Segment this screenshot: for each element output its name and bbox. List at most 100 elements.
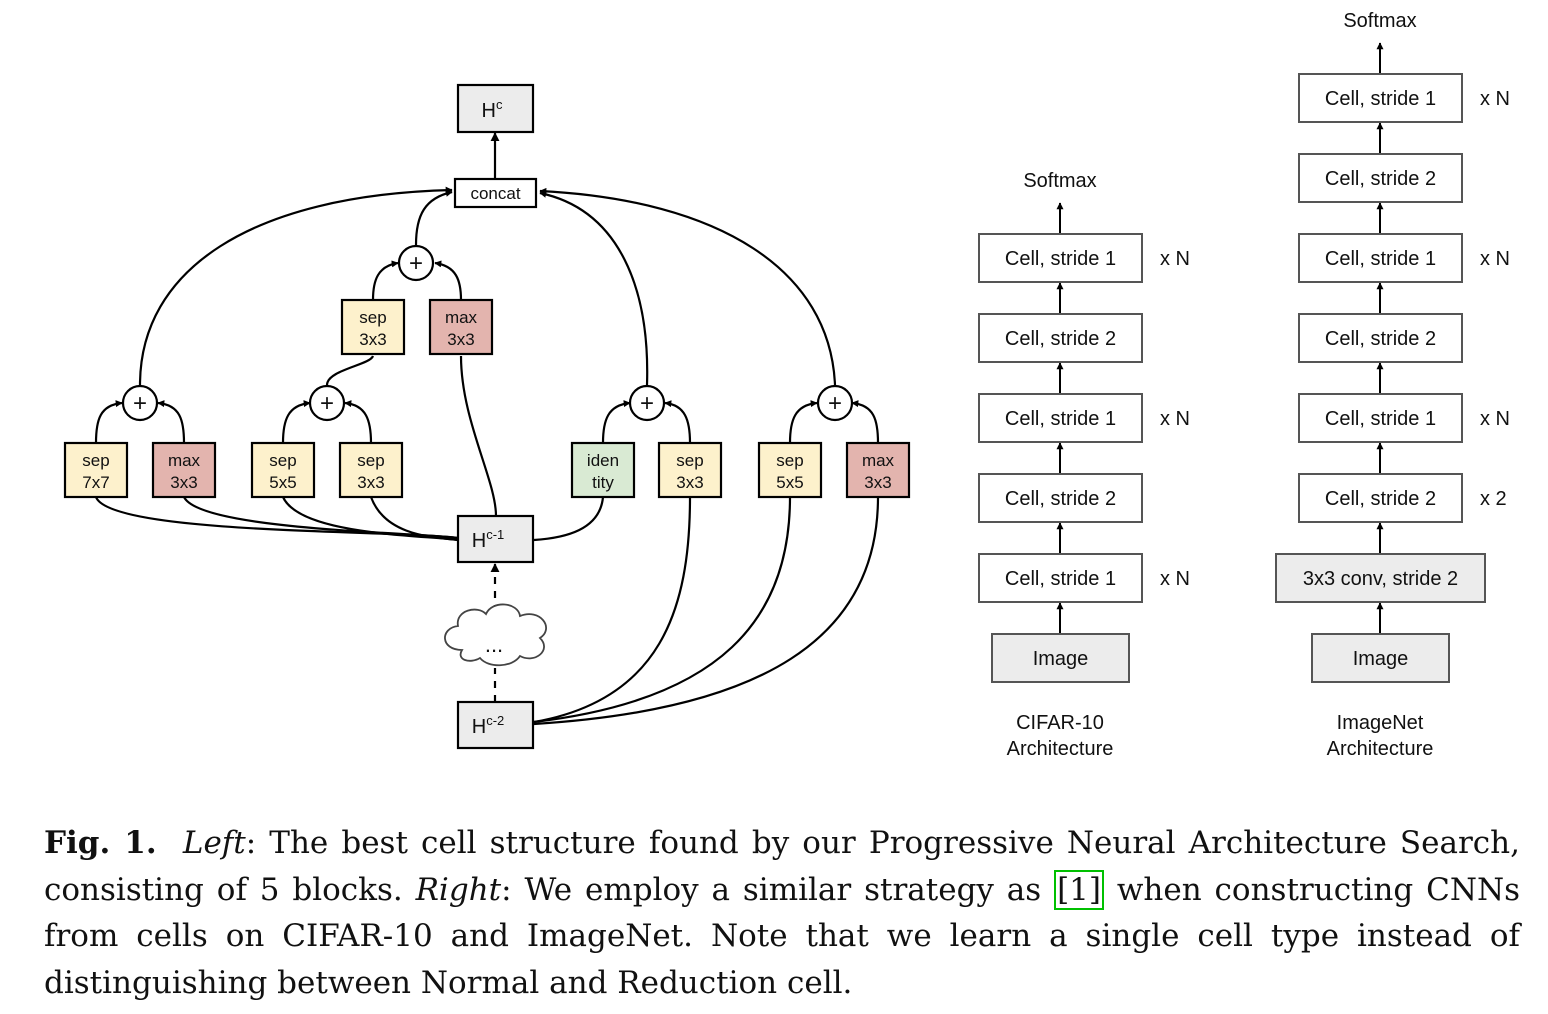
op-sep-3x3: sep 3x3 bbox=[338, 441, 404, 499]
concat-node: concat bbox=[453, 177, 538, 209]
op-sep-5x5: sep 5x5 bbox=[250, 441, 316, 499]
svg-text:sep: sep bbox=[776, 451, 803, 470]
svg-text:5x5: 5x5 bbox=[776, 473, 803, 492]
svg-text:+: + bbox=[409, 250, 423, 277]
svg-text:Cell, stride 2: Cell, stride 2 bbox=[1325, 328, 1436, 350]
svg-text:+: + bbox=[828, 390, 842, 417]
svg-text:max: max bbox=[168, 451, 201, 470]
imagenet-architecture: Softmax Cell, stride 1 Cell, stride 2 Ce… bbox=[1275, 10, 1510, 760]
svg-text:Cell, stride 1: Cell, stride 1 bbox=[1325, 88, 1436, 110]
svg-text:max: max bbox=[862, 451, 895, 470]
imagenet-subtitle: Architecture bbox=[1327, 738, 1434, 760]
svg-text:3x3: 3x3 bbox=[170, 473, 197, 492]
cifar-softmax: Softmax bbox=[1023, 170, 1096, 192]
plus-node: + bbox=[628, 384, 666, 422]
figure-diagram: Hc concat Hc-1 Hc-2 ... + + + + + sep 7x… bbox=[63, 10, 1510, 760]
repeat-label: x N bbox=[1480, 248, 1510, 270]
svg-text:Cell, stride 1: Cell, stride 1 bbox=[1005, 568, 1116, 590]
svg-text:5x5: 5x5 bbox=[269, 473, 296, 492]
input-node-hc1: Hc-1 bbox=[456, 514, 535, 564]
output-node-hc: Hc bbox=[456, 83, 535, 134]
repeat-label: x N bbox=[1160, 408, 1190, 430]
repeat-label: x N bbox=[1160, 248, 1190, 270]
plus-node: + bbox=[308, 384, 346, 422]
op-max-3x3: max 3x3 bbox=[845, 441, 911, 499]
cifar-cell: Cell, stride 2 bbox=[978, 473, 1143, 523]
op-sep-3x3: sep 3x3 bbox=[657, 441, 723, 499]
svg-text:+: + bbox=[320, 390, 334, 417]
imagenet-cell: Cell, stride 2 bbox=[1298, 473, 1463, 523]
caption-left-word: Left bbox=[182, 825, 246, 861]
op-sep-5x5: sep 5x5 bbox=[757, 441, 823, 499]
cifar-title: CIFAR-10 bbox=[1016, 712, 1104, 734]
op-sep-7x7: sep 7x7 bbox=[63, 441, 129, 499]
svg-text:...: ... bbox=[485, 632, 503, 657]
svg-text:max: max bbox=[445, 308, 478, 327]
svg-text:concat: concat bbox=[470, 184, 520, 203]
caption-right-word: Right bbox=[415, 871, 502, 908]
plus-node: + bbox=[397, 244, 435, 282]
svg-text:Cell, stride 2: Cell, stride 2 bbox=[1005, 488, 1116, 510]
imagenet-softmax: Softmax bbox=[1343, 10, 1416, 32]
imagenet-cell: Cell, stride 1 bbox=[1298, 233, 1463, 283]
svg-text:3x3: 3x3 bbox=[359, 330, 386, 349]
svg-text:Hc-2: Hc-2 bbox=[472, 713, 505, 738]
svg-text:Cell, stride 1: Cell, stride 1 bbox=[1325, 408, 1436, 430]
svg-text:Cell, stride 2: Cell, stride 2 bbox=[1005, 328, 1116, 350]
op-identity: iden tity bbox=[570, 441, 636, 499]
svg-text:Cell, stride 1: Cell, stride 1 bbox=[1005, 248, 1116, 270]
svg-text:Image: Image bbox=[1033, 648, 1089, 670]
svg-text:iden: iden bbox=[587, 451, 619, 470]
svg-text:+: + bbox=[133, 390, 147, 417]
cifar-cell: Cell, stride 1 bbox=[978, 393, 1143, 443]
svg-text:sep: sep bbox=[357, 451, 384, 470]
svg-text:Hc-1: Hc-1 bbox=[472, 527, 505, 552]
plus-node: + bbox=[121, 384, 159, 422]
imagenet-cell: Cell, stride 2 bbox=[1298, 313, 1463, 363]
svg-text:Cell, stride 1: Cell, stride 1 bbox=[1005, 408, 1116, 430]
caption-right-text: : We employ a similar strategy as bbox=[501, 871, 1042, 908]
svg-text:3x3 conv, stride 2: 3x3 conv, stride 2 bbox=[1303, 568, 1458, 590]
svg-text:+: + bbox=[640, 390, 654, 417]
imagenet-stem-conv: 3x3 conv, stride 2 bbox=[1275, 553, 1486, 603]
svg-text:Cell, stride 2: Cell, stride 2 bbox=[1325, 168, 1436, 190]
imagenet-cell: Cell, stride 1 bbox=[1298, 73, 1463, 123]
repeat-label: x N bbox=[1160, 568, 1190, 590]
imagenet-image-input: Image bbox=[1311, 633, 1450, 683]
svg-text:Cell, stride 1: Cell, stride 1 bbox=[1325, 248, 1436, 270]
cifar-subtitle: Architecture bbox=[1007, 738, 1114, 760]
cloud-icon: ... bbox=[444, 603, 547, 667]
cifar-architecture: Softmax Cell, stride 1 Cell, stride 2 Ce… bbox=[978, 170, 1190, 760]
caption-left-text: : The best cell structure found by our P… bbox=[44, 825, 1520, 908]
op-max-3x3-top: max 3x3 bbox=[428, 298, 494, 356]
cell-structure bbox=[94, 132, 880, 726]
svg-text:3x3: 3x3 bbox=[676, 473, 703, 492]
cifar-cell: Cell, stride 2 bbox=[978, 313, 1143, 363]
cifar-image-input: Image bbox=[991, 633, 1130, 683]
svg-text:Image: Image bbox=[1353, 648, 1409, 670]
op-max-3x3: max 3x3 bbox=[151, 441, 217, 499]
svg-text:3x3: 3x3 bbox=[864, 473, 891, 492]
repeat-label: x N bbox=[1480, 88, 1510, 110]
repeat-label: x N bbox=[1480, 408, 1510, 430]
svg-text:tity: tity bbox=[592, 473, 614, 492]
svg-text:sep: sep bbox=[359, 308, 386, 327]
input-node-hc2: Hc-2 bbox=[456, 700, 535, 750]
repeat-label: x 2 bbox=[1480, 488, 1507, 510]
cifar-cell: Cell, stride 1 bbox=[978, 233, 1143, 283]
imagenet-title: ImageNet bbox=[1337, 712, 1424, 734]
svg-text:sep: sep bbox=[82, 451, 109, 470]
citation-link[interactable]: [1] bbox=[1054, 869, 1104, 910]
cifar-cell: Cell, stride 1 bbox=[978, 553, 1143, 603]
imagenet-cell: Cell, stride 2 bbox=[1298, 153, 1463, 203]
plus-node: + bbox=[816, 384, 854, 422]
imagenet-cell: Cell, stride 1 bbox=[1298, 393, 1463, 443]
svg-text:sep: sep bbox=[269, 451, 296, 470]
op-sep-3x3-top: sep 3x3 bbox=[340, 298, 406, 356]
svg-text:3x3: 3x3 bbox=[357, 473, 384, 492]
svg-text:3x3: 3x3 bbox=[447, 330, 474, 349]
caption-label: Fig. 1. bbox=[44, 825, 157, 861]
svg-text:sep: sep bbox=[676, 451, 703, 470]
svg-text:Hc: Hc bbox=[482, 97, 503, 122]
svg-text:7x7: 7x7 bbox=[82, 473, 109, 492]
